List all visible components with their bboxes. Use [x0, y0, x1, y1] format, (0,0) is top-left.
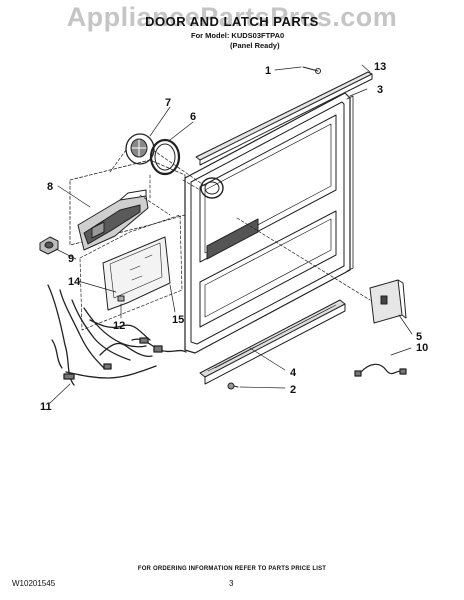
page-number: 3 — [229, 579, 234, 588]
wire-harness — [47, 284, 187, 386]
callout-8: 8 — [47, 181, 53, 193]
wire-connector — [117, 295, 125, 302]
model-subtitle: For Model: KUDS03FTPA0 — [191, 31, 285, 40]
screw-top — [302, 66, 321, 74]
callout-11: 11 — [40, 401, 52, 413]
inner-door-panel — [184, 92, 354, 354]
diagram-title: DOOR AND LATCH PARTS — [145, 14, 319, 29]
bottom-trim — [199, 299, 346, 385]
explosion-lines — [109, 149, 371, 301]
callout-9: 9 — [68, 253, 74, 265]
callout-10: 10 — [416, 342, 428, 354]
callout-3: 3 — [377, 84, 383, 96]
callout-7: 7 — [165, 97, 171, 109]
dispenser-gasket — [149, 138, 181, 176]
callout-5: 5 — [416, 331, 422, 343]
callout-12: 12 — [113, 320, 125, 332]
top-trim — [195, 71, 373, 166]
knob — [39, 236, 59, 255]
callout-1: 1 — [265, 65, 271, 77]
callout-14: 14 — [68, 276, 81, 288]
watermark: AppliancePartsPros.com — [66, 2, 398, 32]
callout-4: 4 — [290, 367, 297, 379]
latch-cover — [369, 279, 407, 324]
document-number: W10201545 — [12, 579, 56, 588]
callout-labels: 1 2 3 4 5 6 7 8 9 10 11 12 13 14 15 — [40, 61, 428, 413]
leader-lines — [49, 64, 413, 404]
ordering-note: FOR ORDERING INFORMATION REFER TO PARTS … — [137, 566, 327, 572]
dispenser-cap — [125, 133, 155, 165]
screw-bottom — [227, 382, 239, 390]
callout-15: 15 — [172, 314, 184, 326]
callout-13: 13 — [374, 61, 386, 73]
variant-subtitle: (Panel Ready) — [230, 41, 280, 50]
dispenser-assembly — [69, 159, 186, 251]
control-board — [79, 214, 183, 331]
callout-6: 6 — [190, 111, 196, 123]
callout-2: 2 — [290, 384, 296, 396]
latch-wire — [354, 363, 407, 377]
